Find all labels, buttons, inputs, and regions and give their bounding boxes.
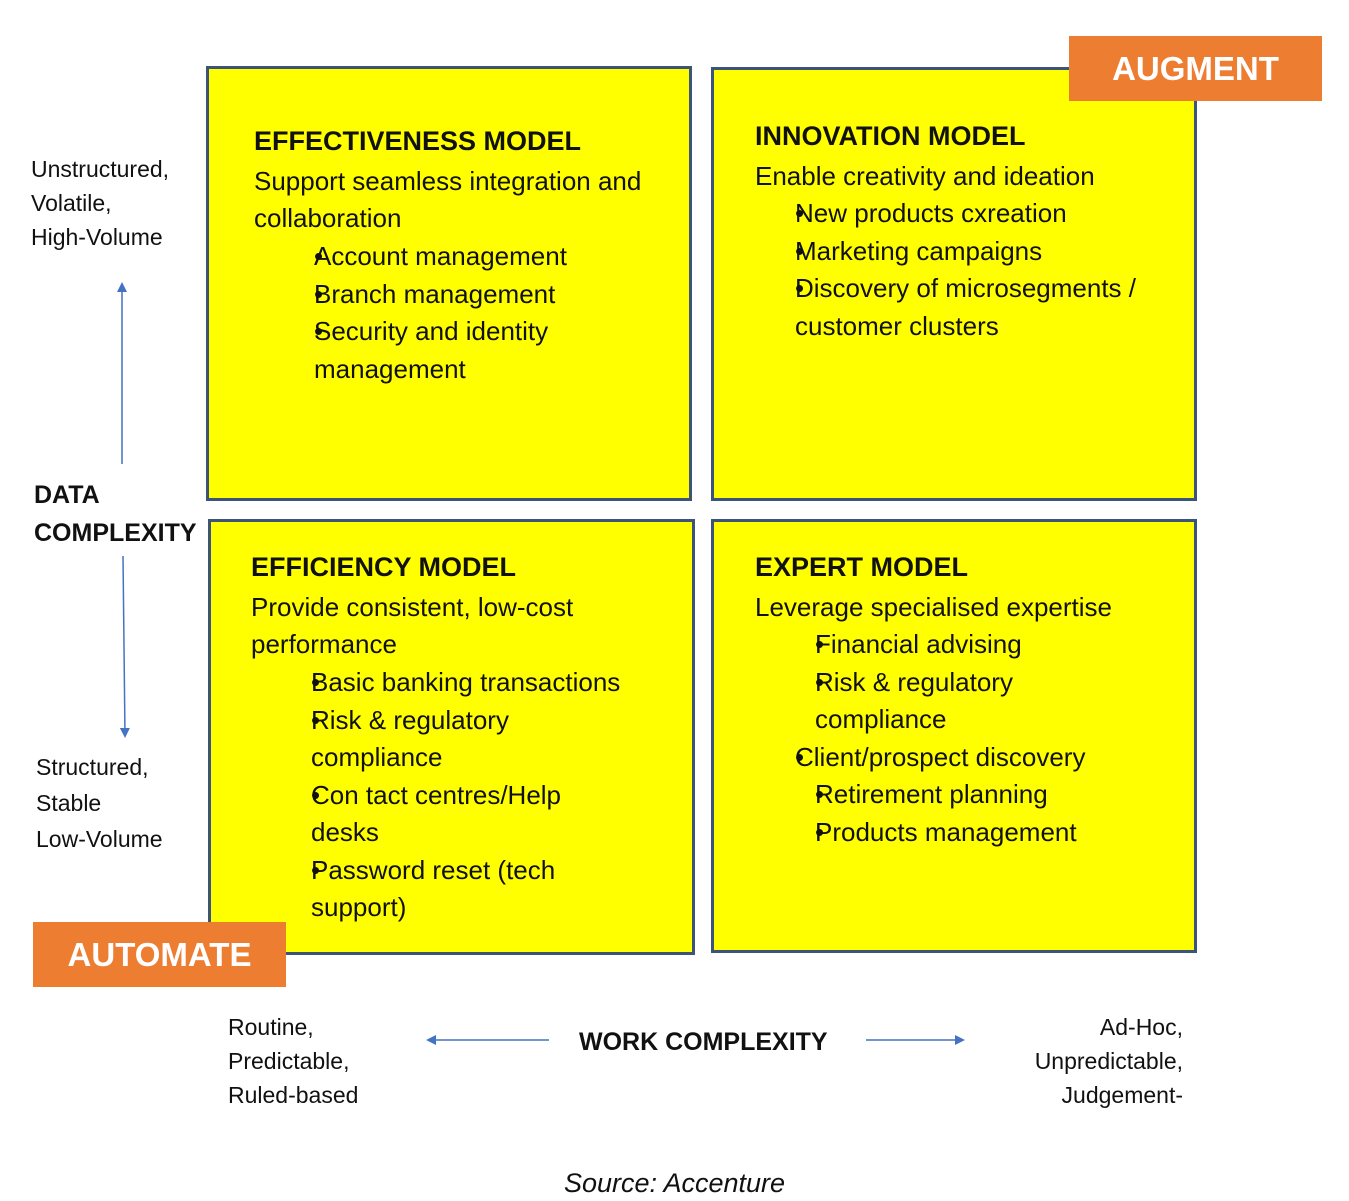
list-item-text: Retirement planning [815, 779, 1048, 809]
automate-tag: AUTOMATE [33, 922, 286, 987]
list-item-text: Password reset (tech support) [311, 854, 556, 923]
list-item-text: Security and identity management [314, 316, 549, 384]
x-axis-left-line: Ruled-based [228, 1082, 359, 1108]
list-item-text: Account management [314, 241, 567, 271]
y-axis-bottom-line: Structured, [36, 754, 149, 780]
y-axis-title: DATA COMPLEXITY [34, 476, 197, 552]
x-axis-right-line: Judgement- [1061, 1082, 1183, 1108]
x-axis-right-line: Unpredictable, [1034, 1048, 1183, 1074]
y-axis-bottom-label: Structured, Stable Low-Volume [36, 749, 163, 857]
list-item: Financial advising [755, 626, 1185, 664]
expert-list: Financial advising Risk & regulatory com… [755, 626, 1185, 851]
innovation-list: New products cxreation Marketing campaig… [755, 195, 1175, 345]
list-item-text: Financial advising [815, 629, 1022, 659]
source-caption: Source: Accenture [563, 1168, 786, 1198]
list-item: Products management [755, 814, 1185, 852]
efficiency-subtitle: Provide consistent, low-cost performance [251, 592, 574, 659]
list-item-text: Client/prospect discovery [795, 741, 1086, 772]
list-item: Discovery of microsegments / customer cl… [755, 270, 1165, 345]
list-item-text: Products management [815, 816, 1077, 847]
list-item: Retirement planning [755, 776, 1185, 814]
list-item-text: Risk & regulatory compliance [311, 704, 509, 773]
y-axis-bottom-line: Low-Volume [36, 826, 163, 852]
x-axis-right-label: Ad-Hoc, Unpredictable, Judgement- [1035, 1010, 1183, 1112]
y-axis-bottom-line: Stable [36, 790, 102, 816]
list-item-text: Branch management [314, 278, 556, 309]
list-item: Client/prospect discovery [755, 739, 1185, 777]
list-item: Risk & regulatory compliance [251, 702, 551, 777]
list-item-text: New products cxreation [795, 198, 1067, 228]
list-item: Password reset (tech support) [251, 852, 591, 927]
y-axis-top-line: Unstructured, [31, 156, 170, 182]
expert-title: EXPERT MODEL [755, 552, 969, 582]
effectiveness-list: Account management Branch management Sec… [254, 238, 674, 388]
list-item: Branch management [254, 276, 674, 314]
list-item-text: Basic banking transactions [311, 667, 621, 697]
efficiency-list: Basic banking transactions Risk & regula… [251, 664, 671, 927]
x-axis-left-line: Predictable, [228, 1048, 350, 1074]
expert-subtitle: Leverage specialised expertise [755, 592, 1112, 622]
list-item: Con tact centres/Help desks [251, 777, 601, 852]
x-axis-left-line: Routine, [228, 1014, 314, 1040]
x-axis-right-line: Ad-Hoc, [1099, 1014, 1183, 1040]
y-axis-title-line: DATA [34, 481, 100, 509]
innovation-title: INNOVATION MODEL [755, 121, 1026, 151]
list-item-text: Risk & regulatory compliance [815, 666, 1013, 735]
y-axis-top-line: High-Volume [31, 224, 163, 250]
list-item: Marketing campaigns [755, 233, 1175, 271]
list-item: Security and identity management [254, 313, 594, 388]
x-axis-title: WORK COMPLEXITY [579, 1028, 828, 1056]
list-item: Account management [254, 238, 674, 276]
y-axis-top-line: Volatile, [31, 190, 112, 216]
effectiveness-subtitle: Support seamless integration and collabo… [254, 166, 642, 233]
list-item: Risk & regulatory compliance [755, 664, 1035, 739]
list-item-text: Discovery of microsegments / customer cl… [795, 273, 1136, 341]
x-axis-left-label: Routine, Predictable, Ruled-based [228, 1010, 358, 1112]
list-item-text: Con tact centres/Help desks [311, 779, 562, 848]
list-item: New products cxreation [755, 195, 1175, 233]
y-axis-down-arrow [119, 555, 130, 738]
list-item-text: Marketing campaigns [795, 235, 1043, 266]
augment-tag: AUGMENT [1069, 36, 1322, 101]
efficiency-title: EFFICIENCY MODEL [251, 552, 517, 582]
list-item: Basic banking transactions [251, 664, 671, 702]
y-axis-title-line: COMPLEXITY [34, 519, 197, 547]
innovation-subtitle: Enable creativity and ideation [755, 161, 1095, 191]
effectiveness-title: EFFECTIVENESS MODEL [254, 126, 582, 156]
y-axis-top-label: Unstructured, Volatile, High-Volume [31, 152, 169, 254]
